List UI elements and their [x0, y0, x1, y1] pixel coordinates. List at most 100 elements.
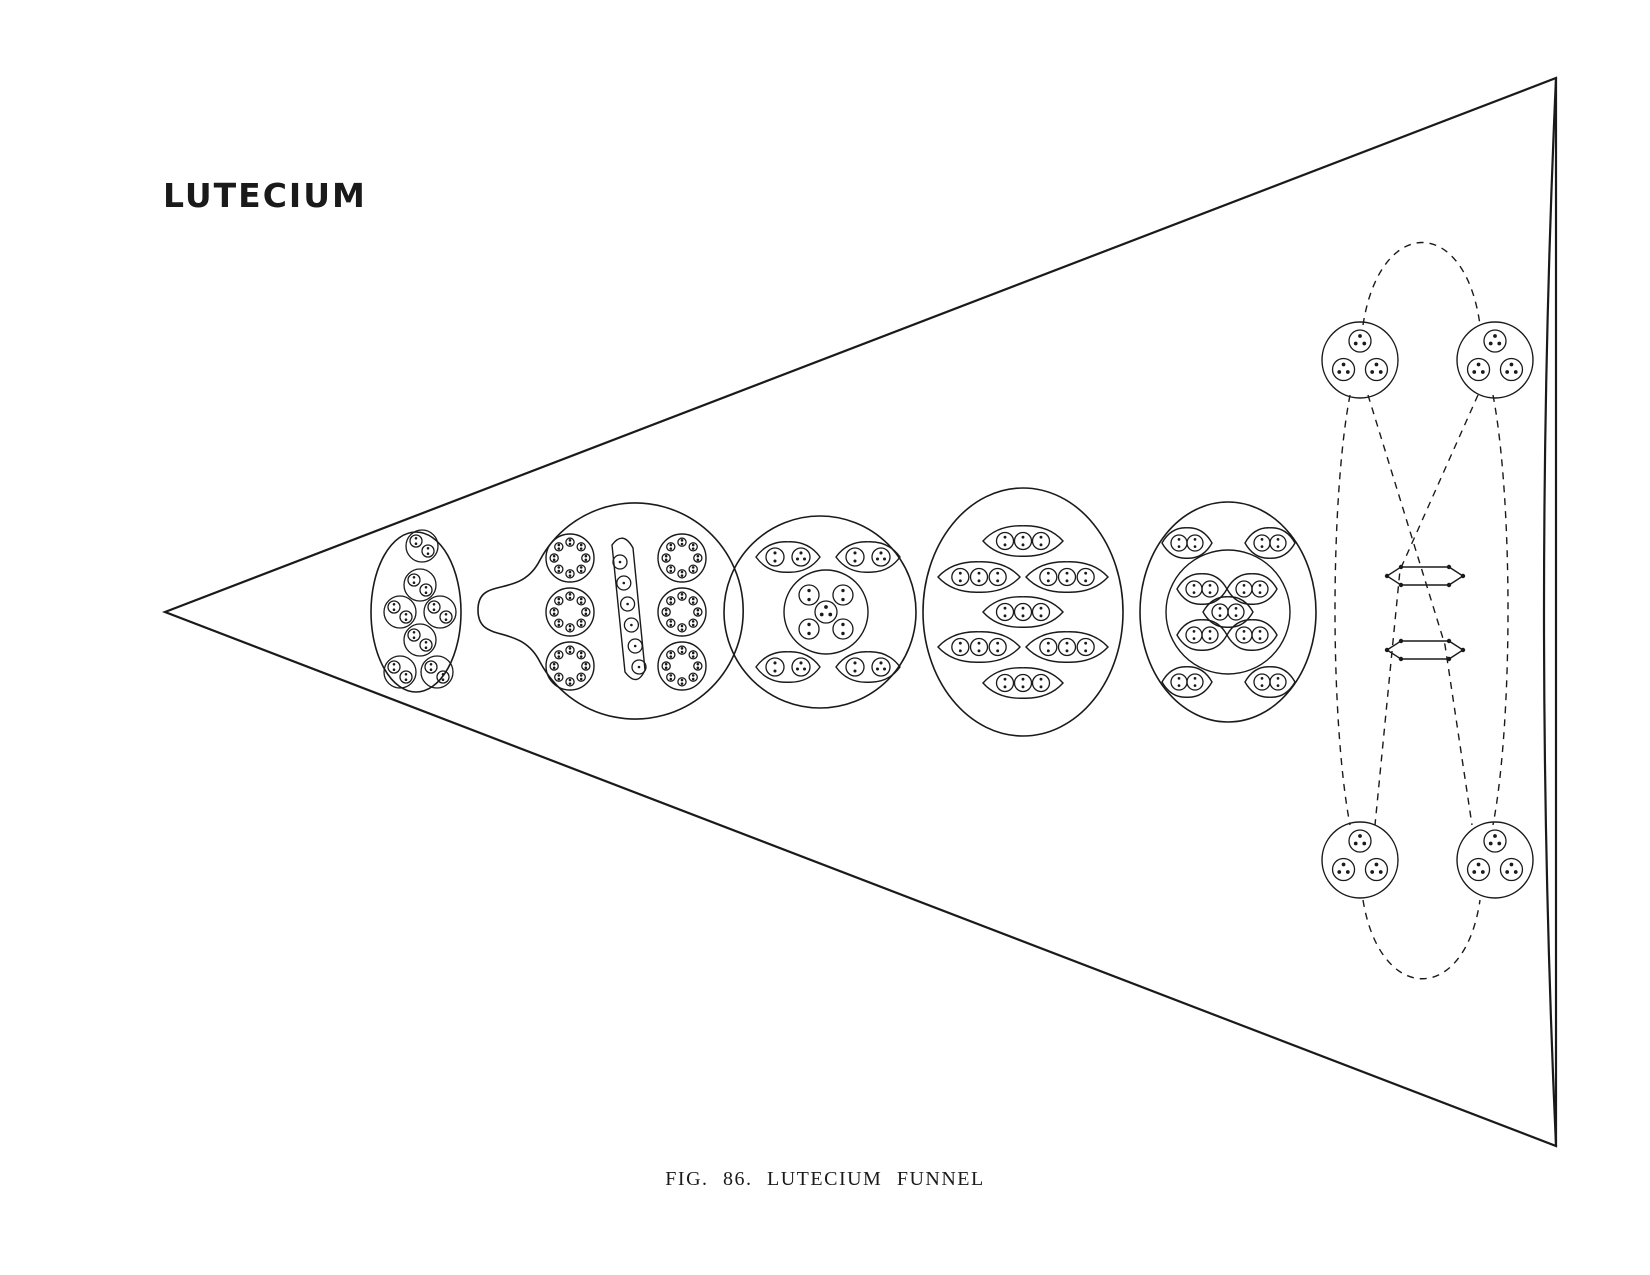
dot — [828, 612, 833, 617]
dot — [696, 666, 700, 670]
capsule — [1244, 527, 1296, 559]
dot — [691, 620, 695, 623]
small-circle — [1076, 567, 1095, 587]
small-circle — [677, 623, 687, 633]
small-circle — [814, 600, 838, 624]
capsule — [1226, 619, 1278, 651]
dot — [1258, 584, 1262, 587]
dot — [680, 593, 684, 596]
small-circle — [1499, 857, 1524, 882]
small-circle — [576, 650, 586, 660]
dot — [557, 601, 561, 604]
group-shell — [922, 487, 1124, 737]
small-circle — [554, 650, 564, 660]
small-circle — [576, 564, 586, 574]
dot — [1021, 606, 1025, 610]
small-circle — [1269, 673, 1287, 691]
lens-group — [982, 667, 1064, 699]
pod — [755, 651, 821, 683]
dot — [568, 628, 572, 631]
small-circle — [619, 596, 636, 612]
small-circle — [661, 553, 671, 563]
dot — [841, 622, 845, 627]
small-circle — [951, 637, 970, 657]
dot — [795, 557, 800, 561]
dot — [1065, 571, 1069, 575]
dot — [429, 663, 433, 666]
dot — [1276, 677, 1280, 680]
pair-circle — [403, 623, 437, 657]
dot — [1021, 614, 1025, 618]
dot — [557, 651, 561, 655]
small-circle — [688, 542, 698, 552]
dot — [669, 620, 673, 623]
small-circle — [549, 553, 559, 563]
small-circle — [387, 600, 401, 614]
small-circle — [661, 661, 671, 671]
capsule — [1161, 527, 1213, 559]
dot — [1177, 538, 1181, 541]
dot — [579, 543, 583, 547]
dot — [1341, 362, 1346, 367]
dot — [879, 551, 883, 555]
small-circle — [1331, 357, 1356, 382]
dot — [853, 669, 857, 673]
dot — [1384, 647, 1390, 653]
dot — [996, 571, 1000, 575]
small-circle — [798, 618, 820, 640]
dot — [799, 661, 803, 665]
small-circle — [1201, 580, 1219, 598]
small-circle — [677, 591, 687, 601]
dot — [1084, 579, 1088, 583]
dot — [1021, 535, 1025, 539]
small-circle — [1031, 673, 1051, 693]
dot — [1046, 649, 1050, 653]
dot — [579, 547, 583, 550]
dot — [1493, 334, 1497, 338]
small-circle — [565, 645, 575, 655]
dot — [1513, 870, 1518, 874]
small-circle — [969, 567, 989, 587]
dot — [1193, 684, 1197, 687]
dot — [1046, 641, 1050, 645]
dot — [1358, 334, 1362, 338]
ring-circle — [545, 533, 595, 583]
dot — [1276, 684, 1280, 687]
orbit-arc — [1334, 394, 1351, 826]
dot — [1242, 591, 1246, 594]
dot — [568, 539, 572, 542]
dot — [1374, 862, 1379, 867]
dot — [691, 674, 695, 677]
orbit-cross — [1367, 394, 1473, 826]
dot — [669, 601, 673, 604]
dot — [584, 558, 588, 562]
dot — [996, 579, 1000, 583]
dot — [691, 543, 695, 547]
dot — [977, 649, 981, 653]
small-circle — [1185, 580, 1203, 598]
small-circle — [576, 596, 586, 606]
dot — [1384, 573, 1390, 579]
dot — [424, 586, 428, 589]
dot — [432, 608, 436, 611]
dot — [444, 618, 448, 621]
dot — [1358, 834, 1362, 838]
cluster-circle — [1321, 821, 1399, 899]
dot — [1476, 862, 1481, 867]
small-circle — [677, 677, 687, 687]
dot — [958, 571, 962, 575]
dot — [637, 665, 641, 669]
dot — [404, 618, 408, 621]
small-circle — [407, 573, 421, 587]
dot — [1446, 656, 1452, 662]
dot — [691, 547, 695, 550]
dot — [633, 644, 637, 648]
small-circle — [419, 583, 433, 597]
dot — [568, 624, 572, 628]
dot — [552, 612, 556, 616]
small-circle — [1170, 534, 1188, 552]
dot — [1260, 545, 1264, 548]
small-circle — [666, 542, 676, 552]
small-circle — [565, 569, 575, 579]
dot — [664, 666, 668, 670]
